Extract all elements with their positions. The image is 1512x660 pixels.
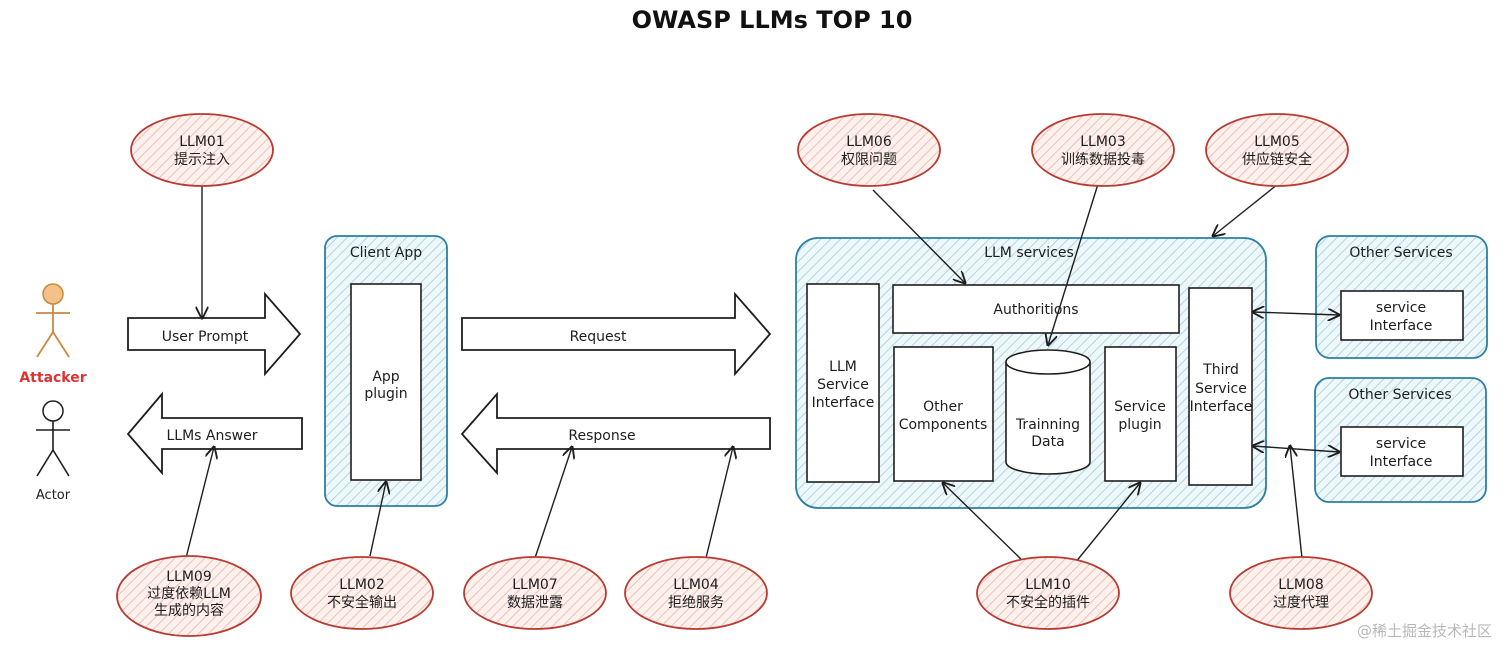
llm05-desc: 供应链安全 (1242, 151, 1312, 168)
llm09-desc-line2: 生成的内容 (154, 602, 224, 619)
attacker-figure: Attacker (19, 283, 87, 386)
llm-services-group: LLM services LLM Service Interface Autho… (795, 237, 1267, 509)
app-plugin-line2: plugin (364, 386, 407, 402)
response-arrow: Response (460, 391, 771, 476)
training-data-cylinder: Trainning Data (1005, 349, 1091, 475)
other-services-top-title: Other Services (1349, 245, 1452, 261)
llm05-connector (1213, 183, 1279, 236)
authorizations-box (892, 284, 1180, 334)
llms-answer-arrow: LLMs Answer (126, 391, 303, 476)
llm08-connector (1290, 446, 1303, 559)
app-plugin-line1: App (372, 369, 399, 385)
training-data-line2: Data (1031, 434, 1064, 450)
llm04-desc: 拒绝服务 (668, 595, 724, 611)
llm07-desc: 数据泄露 (507, 595, 563, 611)
llm-service-interface-box (806, 283, 880, 483)
llm-services-title: LLM services (984, 245, 1074, 261)
llm-service-interface-line3: Interface (812, 395, 875, 411)
other-services-top: Other Services service Interface (1315, 235, 1488, 359)
llm03-desc: 训练数据投毒 (1061, 152, 1145, 168)
client-app-group: Client App App plugin (324, 235, 448, 507)
other-components-line2: Components (899, 417, 988, 433)
llm04-code: LLM04 (673, 577, 719, 593)
risk-connectors (185, 183, 1303, 564)
user-prompt-arrow: User Prompt (127, 291, 302, 377)
risk-llm06: LLM06 权限问题 (797, 113, 941, 187)
llm02-code: LLM02 (339, 577, 385, 593)
risk-llm01: LLM01 提示注入 (130, 113, 274, 187)
other-services-bottom-interface-box (1340, 426, 1464, 477)
attacker-label: Attacker (19, 370, 86, 386)
third-service-interface-line3: Interface (1190, 399, 1253, 415)
third-service-interface-box (1188, 287, 1253, 486)
other-services-top-interface-box (1340, 290, 1464, 341)
llm06-code: LLM06 (846, 134, 892, 150)
service-plugin-line2: plugin (1118, 417, 1161, 433)
attacker-head-icon (42, 283, 64, 305)
request-label: Request (570, 329, 627, 345)
risk-llm10: LLM10 不安全的插件 (976, 556, 1120, 630)
other-services-top-line1: service (1376, 300, 1426, 316)
llm10-connector-b (1074, 483, 1140, 564)
llm04-connector (705, 447, 733, 559)
risk-llm07: LLM07 数据泄露 (463, 556, 607, 630)
llm03-code: LLM03 (1080, 134, 1126, 150)
llm09-code: LLM09 (166, 569, 212, 585)
service-plugin-line1: Service (1114, 399, 1166, 415)
llm10-desc: 不安全的插件 (1006, 594, 1090, 611)
risk-llm09: LLM09 过度依赖LLM 生成的内容 (116, 555, 262, 637)
actor-head-icon (42, 400, 64, 422)
llm06-connector (872, 189, 965, 283)
llm08-desc: 过度代理 (1273, 595, 1329, 611)
risk-llm04: LLM04 拒绝服务 (624, 556, 768, 630)
other-services-bottom: Other Services service Interface (1314, 377, 1487, 503)
llm10-code: LLM10 (1025, 577, 1071, 593)
authorizations-label: Authoritions (993, 302, 1078, 318)
other-services-bottom-line2: Interface (1370, 454, 1433, 470)
actor-label: Actor (36, 488, 71, 503)
other-services-bottom-title: Other Services (1348, 387, 1451, 403)
watermark: @稀土掘金技术社区 (1357, 622, 1492, 640)
llm06-desc: 权限问题 (841, 152, 897, 168)
page-title: OWASP LLMs TOP 10 (632, 6, 913, 34)
llm02-desc: 不安全输出 (327, 594, 397, 611)
llm-service-interface-line2: Service (817, 377, 869, 393)
third-service-interface-line1: Third (1202, 362, 1239, 378)
llm10-connector-a (943, 483, 1026, 564)
other-components-line1: Other (923, 399, 963, 415)
llm03-connector (1048, 183, 1099, 345)
risk-llm03: LLM03 训练数据投毒 (1031, 113, 1175, 187)
risk-llm02: LLM02 不安全输出 (290, 556, 434, 630)
third-to-other-top-connector (1253, 312, 1339, 315)
actor-figure: Actor (36, 400, 71, 503)
llm-service-interface-line1: LLM (829, 359, 857, 375)
llm07-connector (534, 447, 572, 559)
client-app-title: Client App (350, 245, 422, 261)
request-arrow: Request (461, 291, 772, 377)
risk-llm08: LLM08 过度代理 (1229, 556, 1373, 630)
risk-llm05: LLM05 供应链安全 (1205, 113, 1349, 187)
other-services-bottom-line1: service (1376, 436, 1426, 452)
service-plugin-box (1104, 346, 1177, 482)
llms-answer-label: LLMs Answer (167, 428, 258, 444)
llm01-desc: 提示注入 (174, 152, 230, 168)
third-service-interface-line2: Service (1195, 381, 1247, 397)
llm01-code: LLM01 (179, 134, 225, 150)
llm07-code: LLM07 (512, 577, 558, 593)
other-components-box (893, 346, 994, 482)
user-prompt-label: User Prompt (162, 329, 249, 345)
training-data-line1: Trainning (1015, 417, 1080, 433)
llm08-code: LLM08 (1278, 577, 1324, 593)
response-label: Response (568, 428, 635, 444)
other-services-top-line2: Interface (1370, 318, 1433, 334)
llm09-connector (185, 447, 214, 559)
llm05-code: LLM05 (1254, 134, 1300, 150)
llm02-connector (369, 482, 386, 557)
llm09-desc-line1: 过度依赖LLM (147, 586, 231, 602)
